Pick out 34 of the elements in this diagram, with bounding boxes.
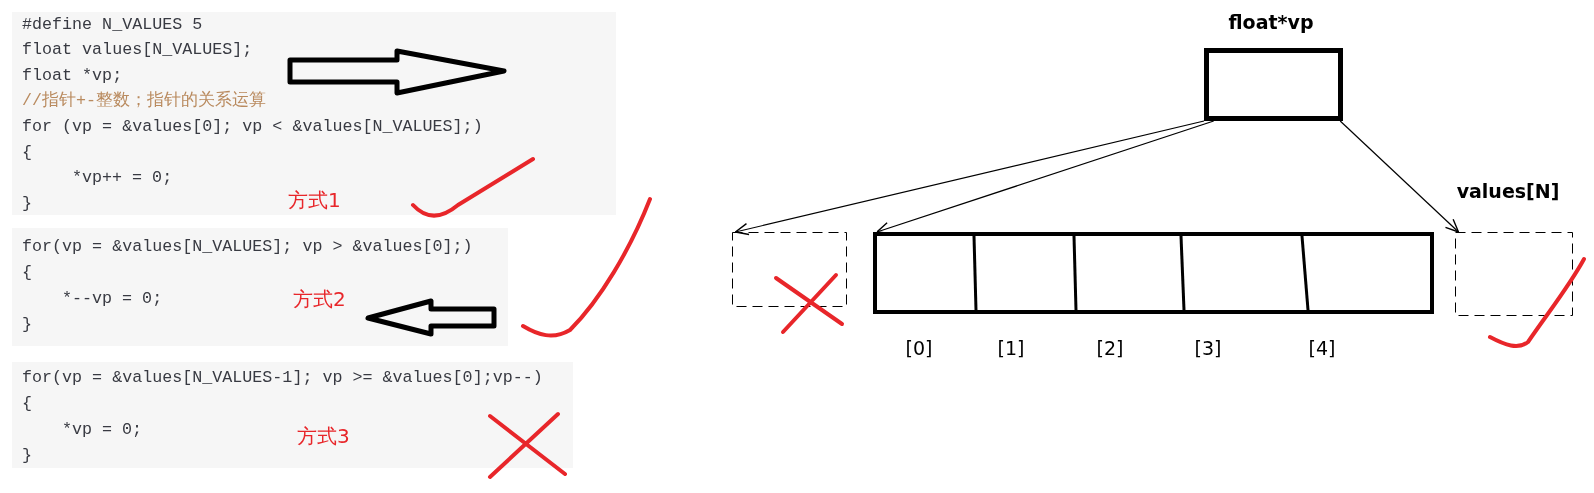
code-line: { <box>22 394 32 414</box>
variable-label: float*vp <box>1228 11 1314 33</box>
dashed-box <box>732 232 847 307</box>
code-line: for(vp = &values[N_VALUES]; vp > &values[0];) <box>22 237 473 257</box>
code-line: } <box>22 193 32 214</box>
code-line: } <box>22 315 32 335</box>
array-box <box>873 232 1434 314</box>
annotation-label: 方式1 <box>288 188 341 212</box>
code-line: for (vp = &values[0]; vp < &values[N_VALUES];) <box>22 116 483 137</box>
annotation-label: 方式3 <box>297 424 350 448</box>
code-line: float *vp; <box>22 65 123 86</box>
code-line: float values[N_VALUES]; <box>22 40 253 61</box>
code-line: { <box>22 142 32 163</box>
code-line: { <box>22 263 32 283</box>
index-label: [3] <box>1194 337 1222 359</box>
arrow <box>1339 120 1460 233</box>
code-block <box>12 228 508 346</box>
annotation-label: 方式2 <box>293 287 346 311</box>
code-line: *--vp = 0; <box>62 289 163 309</box>
code-block <box>12 12 616 215</box>
code-line: #define N_VALUES 5 <box>22 14 203 35</box>
index-label: [1] <box>997 337 1025 359</box>
code-line: *vp++ = 0; <box>72 168 173 189</box>
code-line: } <box>22 446 32 466</box>
code-line: for(vp = &values[N_VALUES-1]; vp >= &values[0];vp--) <box>22 368 543 388</box>
index-label: [4] <box>1308 337 1336 359</box>
code-line: *vp = 0; <box>62 420 143 440</box>
code-comment: //指针+-整数；指针的关系运算 <box>22 91 267 112</box>
variable-label: values[N] <box>1456 180 1560 202</box>
index-label: [2] <box>1096 337 1124 359</box>
index-label: [0] <box>905 337 933 359</box>
arrow <box>876 120 1215 235</box>
code-block <box>12 362 573 468</box>
arrow <box>734 120 1205 236</box>
